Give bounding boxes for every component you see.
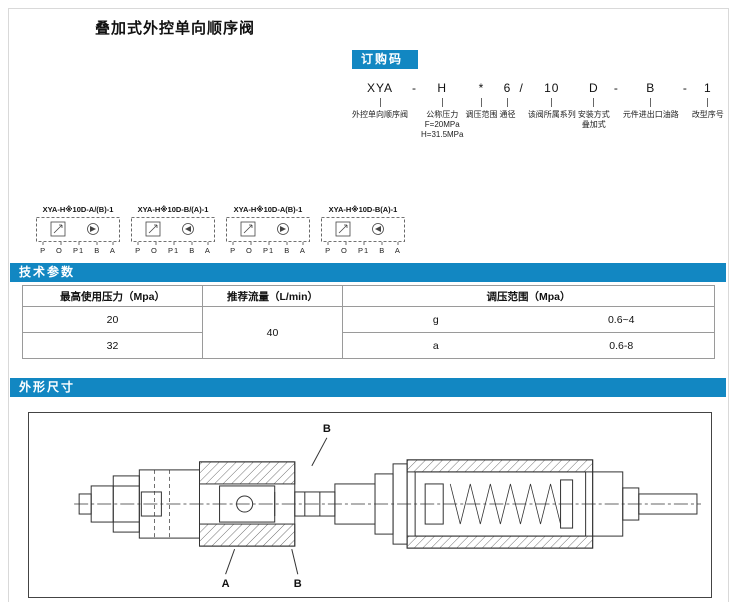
code-token-label: 该阀所属系列 bbox=[527, 110, 576, 119]
code-tick-line bbox=[551, 98, 553, 107]
code-tick-line bbox=[650, 98, 652, 107]
valve-schematic-icon bbox=[321, 217, 405, 245]
code-tick-line bbox=[707, 98, 709, 107]
code-token: H 公称压力 F=20MPa H=31.5MPa bbox=[421, 81, 463, 140]
dimension-drawing-box: B A B bbox=[28, 412, 712, 598]
code-token-label: F=20MPa bbox=[424, 120, 460, 129]
code-token-label: 调压范围 bbox=[465, 110, 498, 119]
hydraulic-symbol: XYA-H※10D-B(A)-1 P O P1 B A bbox=[319, 205, 407, 255]
code-token-text: B bbox=[646, 81, 656, 95]
hydraulic-symbols-row: XYA-H※10D-A/(B)-1 P O P1 B A XYA-H※10D-B… bbox=[34, 205, 407, 255]
col-header-flow: 推荐流量（L/min） bbox=[202, 285, 343, 307]
code-tick-line bbox=[506, 98, 508, 107]
code-token-text: 6 bbox=[503, 81, 512, 95]
ordering-code-row: XYA 外控单向顺序阀 - H 公称压力 F=20MPa H=31.5MPa *… bbox=[352, 81, 724, 140]
cell-range: 0.6~4 bbox=[528, 306, 715, 333]
code-token-label: 通径 bbox=[499, 110, 516, 119]
symbol-port-labels: P O P1 B A bbox=[40, 246, 116, 255]
cell-flow: 40 bbox=[202, 306, 343, 359]
code-token-label: 安装方式 bbox=[577, 110, 610, 119]
col-header-max-pressure: 最高使用压力（Mpa） bbox=[22, 285, 203, 307]
code-separator: / bbox=[517, 81, 525, 96]
code-token-label: 外控单向顺序阀 bbox=[352, 110, 408, 119]
code-token-text: 1 bbox=[703, 81, 712, 95]
hydraulic-symbol: XYA-H※10D-A/(B)-1 P O P1 B A bbox=[34, 205, 122, 255]
code-token-text: 10 bbox=[544, 81, 560, 95]
table-row: 20 40 g 0.6~4 bbox=[22, 306, 715, 359]
col-header-range: 调压范围（Mpa） bbox=[342, 285, 715, 307]
code-token-label: 公称压力 bbox=[426, 110, 459, 119]
table-row: 32 a 0.6-8 bbox=[22, 332, 715, 359]
hydraulic-symbol: XYA-H※10D-B/(A)-1 P O P1 B A bbox=[129, 205, 217, 255]
code-tick-line bbox=[379, 98, 381, 107]
symbol-model-label: XYA-H※10D-A(B)-1 bbox=[233, 205, 303, 214]
code-separator: - bbox=[681, 81, 690, 96]
code-separator: - bbox=[410, 81, 419, 96]
code-tick-line bbox=[480, 98, 482, 107]
symbol-port-labels: P O P1 B A bbox=[135, 246, 211, 255]
code-token: 10 该阀所属系列 bbox=[528, 81, 576, 120]
code-token: B 元件进出口油路 bbox=[623, 81, 679, 120]
code-token-text: * bbox=[478, 81, 485, 95]
valve-cross-section-drawing: B A B bbox=[74, 423, 701, 590]
cell-grade: a bbox=[342, 332, 529, 359]
code-tick-line bbox=[593, 98, 595, 107]
drawing-label-b-top: B bbox=[323, 423, 331, 435]
code-token-text: D bbox=[588, 81, 599, 95]
code-token-label: 叠加式 bbox=[581, 120, 606, 129]
code-token-label: 元件进出口油路 bbox=[622, 110, 679, 119]
ordering-code-header: 订购码 bbox=[352, 50, 418, 69]
ordering-code-section: 订购码 XYA 外控单向顺序阀 - H 公称压力 F=20MPa H=31.5M… bbox=[352, 50, 724, 140]
cell-max-pressure: 32 bbox=[22, 332, 203, 359]
code-token-text: H bbox=[437, 81, 448, 95]
drawing-label-b-bottom: B bbox=[294, 578, 302, 590]
valve-schematic-icon bbox=[226, 217, 310, 245]
cell-grade: g bbox=[342, 306, 529, 333]
code-token: 6 通径 bbox=[499, 81, 515, 120]
tech-params-table-wrap: 最高使用压力（Mpa） 推荐流量（L/min） 调压范围（Mpa） 20 40 … bbox=[22, 285, 715, 359]
code-separator: - bbox=[612, 81, 621, 96]
symbol-model-label: XYA-H※10D-B/(A)-1 bbox=[137, 205, 209, 214]
hydraulic-symbol: XYA-H※10D-A(B)-1 P O P1 B A bbox=[224, 205, 312, 255]
code-token-label: H=31.5MPa bbox=[421, 130, 464, 139]
code-token-text: / bbox=[519, 81, 524, 95]
cell-range: 0.6-8 bbox=[528, 332, 715, 359]
code-token: XYA 外控单向顺序阀 bbox=[352, 81, 408, 120]
code-token-text: XYA bbox=[366, 81, 394, 95]
code-token-text: - bbox=[682, 81, 688, 95]
tech-params-header: 技术参数 bbox=[10, 263, 726, 282]
page-title: 叠加式外控单向顺序阀 bbox=[95, 20, 256, 37]
symbol-port-labels: P O P1 B A bbox=[230, 246, 306, 255]
valve-schematic-icon bbox=[36, 217, 120, 245]
code-tick-line bbox=[441, 98, 443, 107]
drawing-label-a-bottom: A bbox=[222, 578, 230, 590]
symbol-port-labels: P O P1 B A bbox=[325, 246, 401, 255]
symbol-model-label: XYA-H※10D-B(A)-1 bbox=[328, 205, 398, 214]
tech-params-table: 最高使用压力（Mpa） 推荐流量（L/min） 调压范围（Mpa） 20 40 … bbox=[22, 285, 715, 359]
table-header-row: 最高使用压力（Mpa） 推荐流量（L/min） 调压范围（Mpa） bbox=[22, 285, 715, 307]
code-token: 1 改型序号 bbox=[692, 81, 724, 120]
code-token: D 安装方式 叠加式 bbox=[578, 81, 610, 130]
symbol-model-label: XYA-H※10D-A/(B)-1 bbox=[42, 205, 114, 214]
code-token: * 调压范围 bbox=[465, 81, 497, 120]
valve-schematic-icon bbox=[131, 217, 215, 245]
code-token-label: 改型序号 bbox=[691, 110, 724, 119]
dimensions-header: 外形尺寸 bbox=[10, 378, 726, 397]
code-token-text: - bbox=[412, 81, 417, 95]
cell-max-pressure: 20 bbox=[22, 306, 203, 333]
code-token-text: - bbox=[613, 81, 619, 95]
